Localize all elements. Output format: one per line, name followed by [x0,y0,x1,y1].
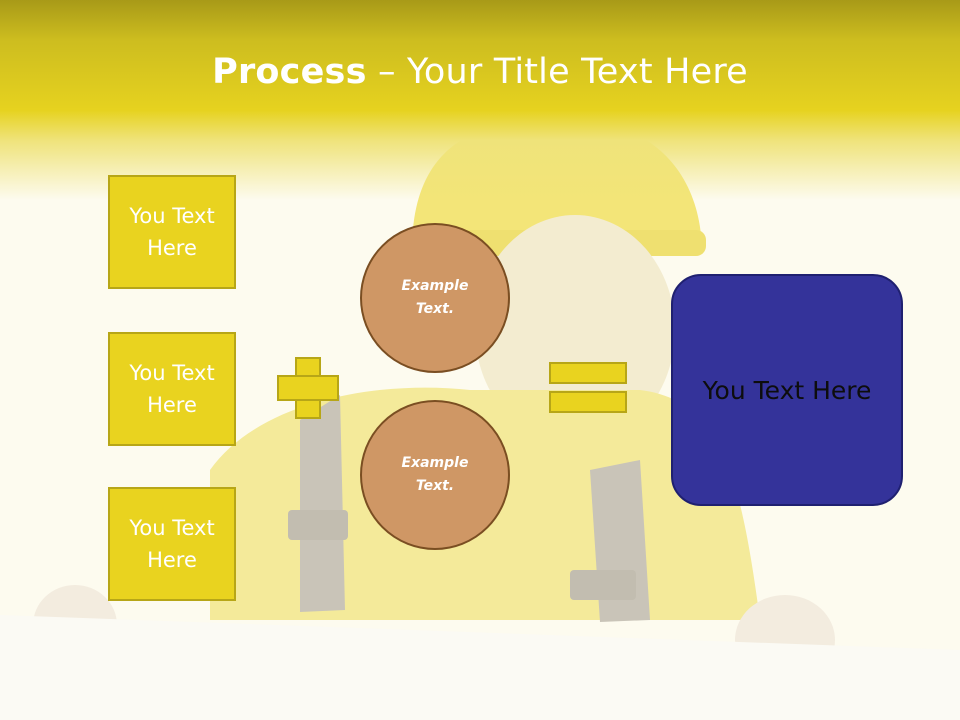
title-dash: – [366,52,407,92]
title-rest: Your Title Text Here [406,52,748,92]
input-box-3[interactable]: You Text Here [108,487,236,601]
slide-title: Process – Your Title Text Here [0,52,960,92]
title-bold: Process [212,52,367,92]
example-circle-1[interactable]: Example Text. [360,223,510,373]
header-band [0,0,960,200]
result-box[interactable]: You Text Here [671,274,903,506]
input-box-1[interactable]: You Text Here [108,175,236,289]
input-box-2[interactable]: You Text Here [108,332,236,446]
example-circle-2[interactable]: Example Text. [360,400,510,550]
